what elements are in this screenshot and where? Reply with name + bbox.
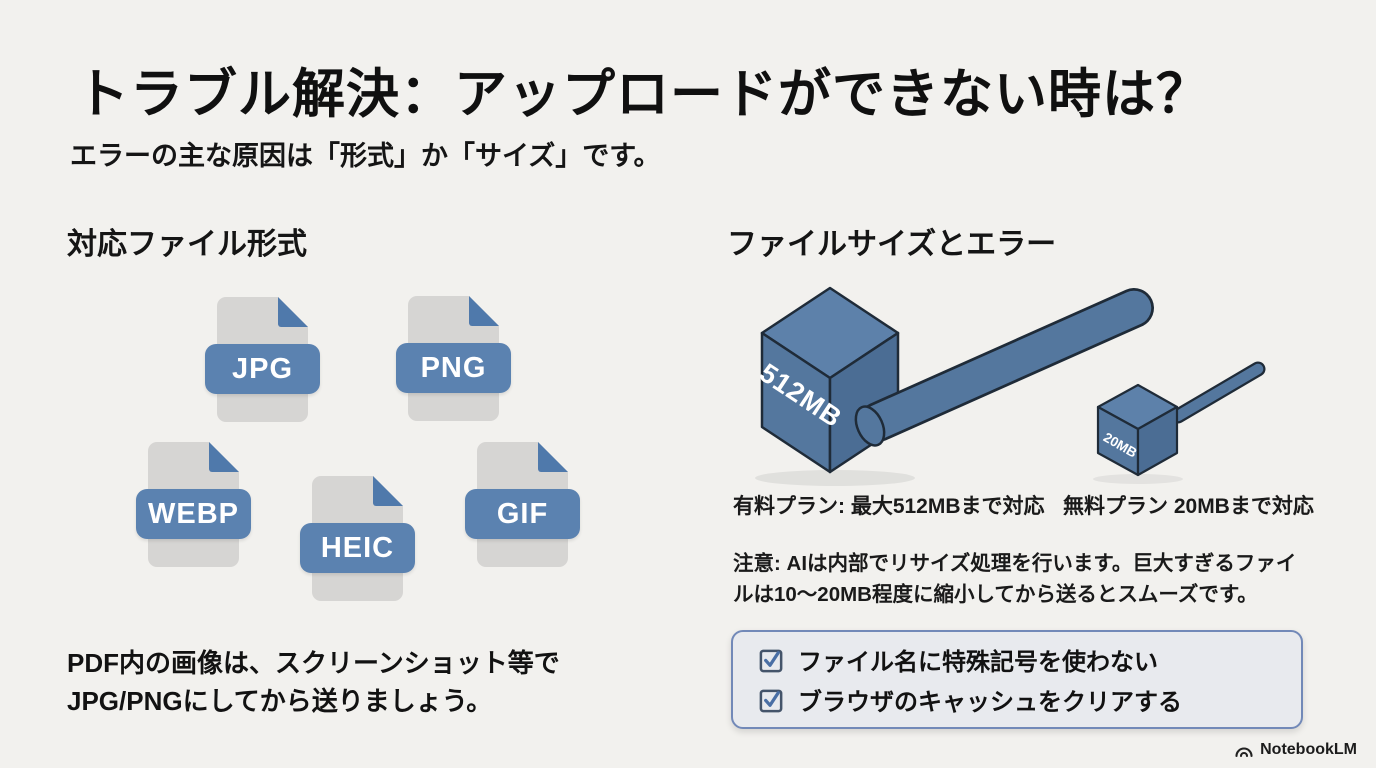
paid-plan-caption: 有料プラン: 最大512MBまで対応 bbox=[733, 495, 1045, 518]
format-label: HEIC bbox=[300, 523, 415, 573]
small-mallet-shadow bbox=[1093, 474, 1183, 484]
pdf-conversion-note: PDF内の画像は、スクリーンショット等で JPG/PNGにしてから送りましょう。 bbox=[67, 644, 560, 720]
file-icon-png: PNG bbox=[396, 296, 511, 421]
checklist-box: ファイル名に特殊記号を使わない ブラウザのキャッシュをクリアする bbox=[731, 630, 1303, 729]
small-mallet-icon: 20MB bbox=[1096, 361, 1266, 477]
checkbox-checked-icon bbox=[759, 689, 783, 713]
mallet-size-illustration: 512MB 20MB bbox=[754, 286, 1266, 486]
pdf-note-line2: JPG/PNGにしてから送りましょう。 bbox=[67, 686, 493, 716]
folded-corner bbox=[209, 442, 239, 472]
handle-end-cap bbox=[854, 405, 886, 447]
brand-footer: NotebookLM bbox=[1234, 741, 1357, 759]
free-plan-caption: 無料プラン 20MBまで対応 bbox=[1063, 495, 1314, 518]
file-icon-jpg: JPG bbox=[205, 297, 320, 422]
sizes-heading: ファイルサイズとエラー bbox=[727, 228, 1057, 261]
subtitle: エラーの主な原因は「形式」か「サイズ」です。 bbox=[70, 141, 661, 171]
brand-name: NotebookLM bbox=[1260, 741, 1357, 758]
pdf-note-line1: PDF内の画像は、スクリーンショット等で bbox=[67, 648, 560, 678]
page-title: トラブル解決：アップロードができない時は？ bbox=[76, 65, 1210, 124]
large-mallet-shadow bbox=[755, 470, 915, 486]
resize-note-line1: 注意: AIは内部でリサイズ処理を行います。巨大すぎるファイ bbox=[733, 552, 1297, 575]
folded-corner bbox=[538, 442, 568, 472]
checklist-item: ファイル名に特殊記号を使わない bbox=[758, 642, 1301, 677]
format-label: GIF bbox=[465, 489, 580, 539]
file-icon-heic: HEIC bbox=[300, 476, 415, 601]
format-label: JPG bbox=[205, 344, 320, 394]
file-icon-webp: WEBP bbox=[136, 442, 251, 567]
checklist-item-label: ファイル名に特殊記号を使わない bbox=[798, 649, 1158, 676]
folded-corner bbox=[373, 476, 403, 506]
checklist-item-label: ブラウザのキャッシュをクリアする bbox=[798, 689, 1182, 716]
notebooklm-logo-icon bbox=[1235, 747, 1253, 758]
format-label: PNG bbox=[396, 343, 511, 393]
checklist-item: ブラウザのキャッシュをクリアする bbox=[758, 682, 1301, 717]
folded-corner bbox=[469, 296, 499, 326]
checkbox-checked-icon bbox=[759, 649, 783, 673]
resize-warning-note: 注意: AIは内部でリサイズ処理を行います。巨大すぎるファイ ルは10〜20MB… bbox=[733, 548, 1373, 610]
large-mallet-icon: 512MB bbox=[754, 286, 1154, 474]
format-label: WEBP bbox=[136, 489, 251, 539]
folded-corner bbox=[278, 297, 308, 327]
file-icon-gif: GIF bbox=[465, 442, 580, 567]
formats-heading: 対応ファイル形式 bbox=[67, 228, 307, 261]
resize-note-line2: ルは10〜20MB程度に縮小してから送るとスムーズです。 bbox=[733, 583, 1258, 606]
